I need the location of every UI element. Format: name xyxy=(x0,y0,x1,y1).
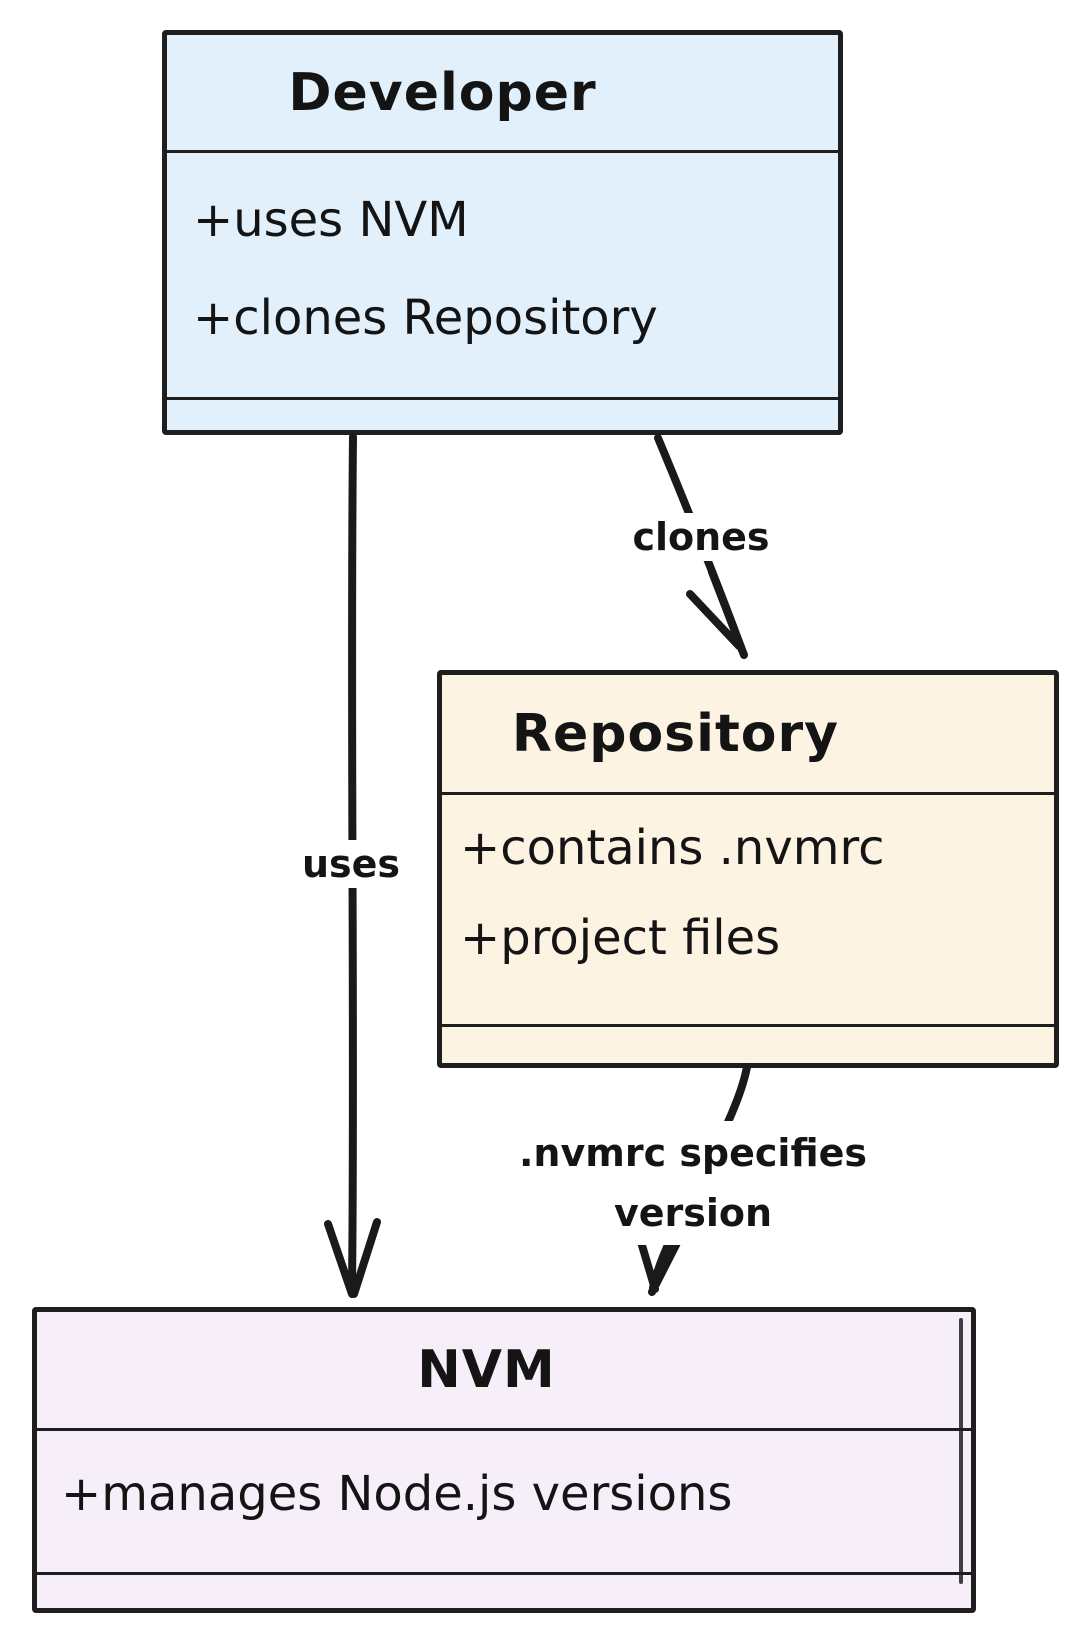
developer-title: Developer xyxy=(288,62,597,123)
nvm-title-compartment: NVM xyxy=(37,1312,971,1428)
repository-footer-compartment xyxy=(442,1024,1054,1063)
nvmrc-arrowhead xyxy=(637,1235,683,1296)
developer-attr: +clones Repository xyxy=(193,290,658,346)
repository-title: Repository xyxy=(511,703,840,764)
developer-footer-compartment xyxy=(167,397,838,430)
nvmrc-edge-label-line1: .nvmrc specifies xyxy=(518,1131,868,1175)
uses-arrowhead xyxy=(324,1218,381,1298)
developer-attrs-compartment: +uses NVM +clones Repository xyxy=(167,150,838,397)
nvm-attr: +manages Node.js versions xyxy=(61,1465,733,1522)
clones-arrowhead xyxy=(686,568,748,659)
nvmrc-edge-label: .nvmrc specifies version xyxy=(508,1121,878,1245)
nvm-attrs-compartment: +manages Node.js versions xyxy=(37,1428,971,1572)
repository-attrs-compartment: +contains .nvmrc +project files xyxy=(442,792,1054,1024)
nvm-footer-compartment xyxy=(37,1572,971,1608)
repository-attr: +contains .nvmrc xyxy=(460,820,885,876)
uses-edge-label: uses xyxy=(291,840,411,888)
developer-attr: +uses NVM xyxy=(193,192,469,248)
class-box-developer: Developer +uses NVM +clones Repository xyxy=(162,30,843,435)
nvmrc-edge-label-line2: version xyxy=(613,1191,773,1235)
developer-title-compartment: Developer xyxy=(167,35,838,150)
nvm-sketch-stroke xyxy=(959,1318,963,1585)
class-box-nvm: NVM +manages Node.js versions xyxy=(32,1307,976,1613)
nvm-title: NVM xyxy=(417,1340,556,1400)
clones-edge-label: clones xyxy=(622,513,780,561)
repository-attr: +project files xyxy=(460,910,781,966)
repository-title-compartment: Repository xyxy=(442,675,1054,792)
class-box-repository: Repository +contains .nvmrc +project fil… xyxy=(437,670,1059,1068)
